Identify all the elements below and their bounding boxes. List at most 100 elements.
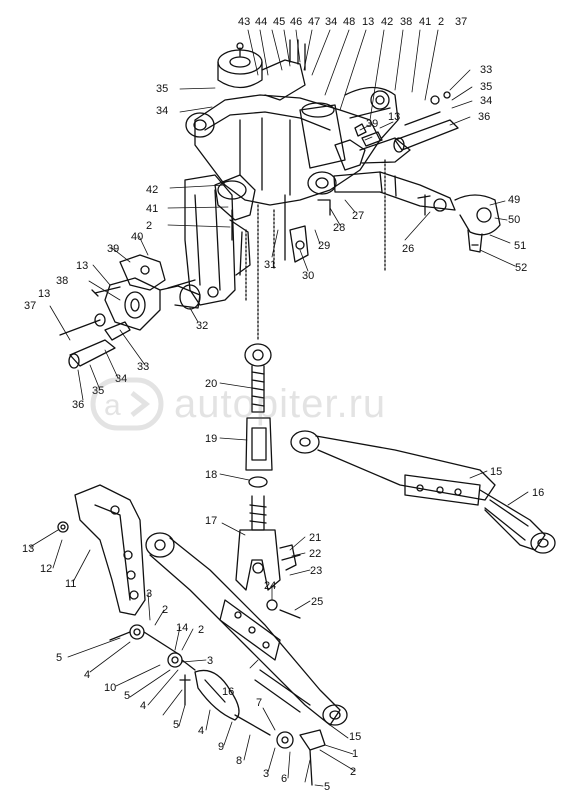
part-callout-34: 34 xyxy=(156,105,168,117)
part-callout-40: 40 xyxy=(131,231,143,243)
part-callout-50: 50 xyxy=(508,214,520,226)
part-callout-21: 21 xyxy=(309,532,321,544)
lift-bracket-drawing xyxy=(184,174,251,306)
part-callout-2: 2 xyxy=(146,220,152,232)
part-callout-34: 34 xyxy=(115,373,127,385)
leader-lines xyxy=(29,29,529,787)
part-callout-2: 2 xyxy=(198,624,204,636)
part-callout-13: 13 xyxy=(362,16,374,28)
part-callout-11: 11 xyxy=(65,578,76,590)
part-callout-48: 48 xyxy=(343,16,355,28)
part-callout-36: 36 xyxy=(478,111,490,123)
part-callout-38: 38 xyxy=(400,16,412,28)
part-callout-34: 34 xyxy=(325,16,337,28)
part-callout-4: 4 xyxy=(140,700,146,712)
part-callout-44: 44 xyxy=(255,16,267,28)
watermark: a autopiter.ru xyxy=(90,374,386,434)
part-callout-12: 12 xyxy=(40,563,52,575)
part-callout-38: 38 xyxy=(56,275,68,287)
part-callout-39: 39 xyxy=(366,118,378,130)
part-callout-2: 2 xyxy=(162,604,168,616)
part-callout-17: 17 xyxy=(205,515,217,527)
autopiter-logo-icon: a xyxy=(90,377,164,431)
part-callout-15: 15 xyxy=(490,466,502,478)
part-callout-42: 42 xyxy=(146,184,158,196)
part-callout-20: 20 xyxy=(205,378,217,390)
part-callout-36: 36 xyxy=(72,399,84,411)
part-callout-29: 29 xyxy=(318,240,330,252)
part-callout-41: 41 xyxy=(419,16,431,28)
part-callout-15: 15 xyxy=(349,731,361,743)
watermark-text: autopiter.ru xyxy=(174,381,387,426)
part-callout-26: 26 xyxy=(402,243,414,255)
part-callout-39: 39 xyxy=(107,243,119,255)
part-callout-5: 5 xyxy=(56,652,62,664)
part-callout-52: 52 xyxy=(515,262,527,274)
part-callout-10: 10 xyxy=(104,682,116,694)
part-callout-33: 33 xyxy=(480,64,492,76)
hydraulic-housing-drawing xyxy=(185,39,411,221)
part-callout-19: 19 xyxy=(205,433,217,445)
part-callout-45: 45 xyxy=(273,16,285,28)
part-callout-34: 34 xyxy=(480,95,492,107)
part-callout-7: 7 xyxy=(256,697,262,709)
bracket-assembly-drawing xyxy=(59,254,201,369)
part-callout-22: 22 xyxy=(309,548,321,560)
part-callout-9: 9 xyxy=(218,741,224,753)
part-callout-47: 47 xyxy=(308,16,320,28)
part-callout-5: 5 xyxy=(173,719,179,731)
stabilizer-bracket-drawing xyxy=(57,484,146,616)
part-callout-51: 51 xyxy=(514,240,526,252)
part-callout-6: 6 xyxy=(281,773,287,785)
part-callout-33: 33 xyxy=(137,361,149,373)
part-callout-4: 4 xyxy=(84,669,90,681)
pins-top-right-drawing xyxy=(349,91,459,153)
lower-link-lower-drawing xyxy=(145,532,348,726)
upper-link-drawing xyxy=(307,171,501,253)
stabilizer-chain-drawing xyxy=(109,624,326,786)
part-callout-30: 30 xyxy=(302,270,314,282)
part-callout-35: 35 xyxy=(480,81,492,93)
part-callout-25: 25 xyxy=(311,596,323,608)
part-callout-43: 43 xyxy=(238,16,250,28)
lower-link-upper-drawing xyxy=(290,430,556,554)
part-callout-13: 13 xyxy=(22,543,34,555)
part-callout-18: 18 xyxy=(205,469,217,481)
part-callout-5: 5 xyxy=(124,690,130,702)
part-callout-37: 37 xyxy=(455,16,467,28)
part-callout-35: 35 xyxy=(156,83,168,95)
part-callout-2: 2 xyxy=(438,16,444,28)
part-callout-24: 24 xyxy=(264,580,276,592)
part-callout-46: 46 xyxy=(290,16,302,28)
part-callout-35: 35 xyxy=(92,385,104,397)
part-callout-14: 14 xyxy=(176,622,188,634)
svg-text:a: a xyxy=(104,389,121,422)
part-callout-13: 13 xyxy=(38,288,50,300)
part-callout-3: 3 xyxy=(146,588,152,600)
part-callout-3: 3 xyxy=(263,768,269,780)
part-callout-49: 49 xyxy=(508,194,520,206)
part-callout-28: 28 xyxy=(333,222,345,234)
part-callout-13: 13 xyxy=(76,260,88,272)
part-callout-13: 13 xyxy=(388,111,400,123)
part-callout-1: 1 xyxy=(352,748,358,760)
part-callout-27: 27 xyxy=(352,210,364,222)
part-callout-31: 31 xyxy=(264,259,276,271)
part-callout-23: 23 xyxy=(310,565,322,577)
part-callout-42: 42 xyxy=(381,16,393,28)
part-callout-5: 5 xyxy=(324,781,330,793)
lift-rod-drawing xyxy=(235,343,301,619)
part-callout-3: 3 xyxy=(207,655,213,667)
part-callout-2: 2 xyxy=(350,766,356,778)
part-callout-37: 37 xyxy=(24,300,36,312)
part-callout-16: 16 xyxy=(222,686,234,698)
part-callout-32: 32 xyxy=(196,320,208,332)
part-callout-4: 4 xyxy=(198,725,204,737)
reference-lines xyxy=(245,159,386,341)
stud-drawing xyxy=(284,194,331,263)
part-callout-41: 41 xyxy=(146,203,158,215)
part-callout-16: 16 xyxy=(532,487,544,499)
part-callout-8: 8 xyxy=(236,755,242,767)
